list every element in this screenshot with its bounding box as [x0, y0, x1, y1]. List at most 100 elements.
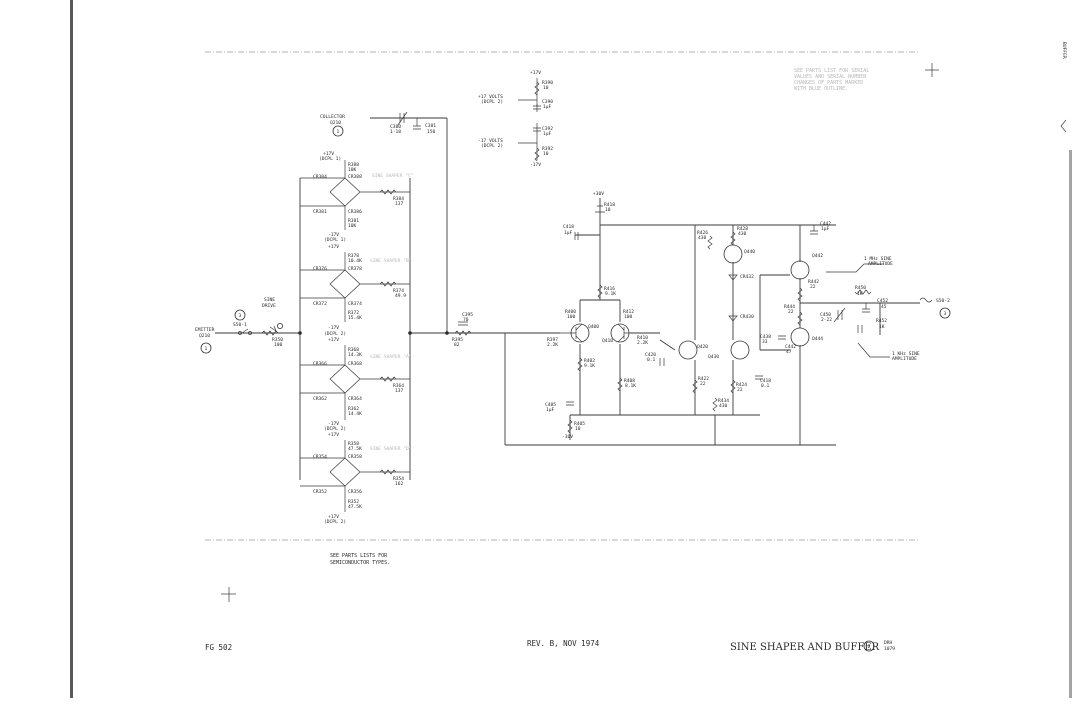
resistor-r452: [857, 325, 863, 333]
label-r368-value: 14.3K: [348, 352, 362, 358]
capacitor-c405: [566, 401, 574, 406]
label-c418b-value: 0.1: [761, 383, 770, 389]
label-r350-value: 100: [274, 342, 283, 348]
resistor-r405: [567, 419, 573, 434]
label-cr378: CR378: [348, 266, 362, 272]
label-r378: R378: [348, 253, 359, 259]
label-r422-value: 22: [700, 381, 706, 387]
input-terminal-2: [248, 331, 252, 335]
label-q440: Q440: [744, 249, 755, 255]
mhz-pointer: [826, 263, 884, 273]
label-r388-value: 10K: [348, 167, 357, 173]
label-cr364: CR364: [348, 396, 362, 402]
label-m17-2: -17V: [328, 325, 339, 331]
label-r390-value: 10: [543, 85, 549, 91]
note-bottom-line-1: SEE PARTS LISTS FOR: [330, 553, 388, 559]
label-c438: C438: [760, 334, 771, 340]
sine-output-symbol: [919, 297, 933, 303]
label-r390: R390: [542, 80, 553, 86]
transistor-q400-pins: [560, 323, 583, 343]
label-r350: R350: [272, 337, 283, 343]
right-scan-edge: [1069, 150, 1072, 698]
marker-3a-circle: [234, 309, 246, 321]
left-binding-edge: [70, 0, 73, 698]
label-s50-2: S50-2: [936, 298, 950, 304]
capacitor-c380: [397, 111, 408, 126]
label-c418b: C418: [760, 378, 771, 384]
shaper-stage-c: [300, 160, 410, 230]
label-cr374: CR374: [348, 301, 362, 307]
label-sine-drive-1: SINE: [264, 297, 275, 303]
khz-pointer: [857, 342, 890, 358]
label-c405: C405: [545, 402, 556, 408]
label-q420: Q420: [697, 344, 708, 350]
label-c450: C450: [820, 312, 831, 318]
label-r374: R374: [393, 288, 404, 294]
transistor-q444: [790, 327, 810, 347]
label-r397-value: 2.2K: [547, 342, 558, 348]
label-r424-value: 22: [737, 387, 743, 393]
label-q442: Q442: [812, 253, 823, 259]
label-sine-shaper-c: SINE SHAPER "C": [372, 173, 414, 179]
junction-left: [298, 331, 302, 335]
label-c380: C380: [390, 124, 401, 130]
label-sine-drive-2: DRIVE: [262, 303, 276, 309]
label-s50-1: S50-1: [233, 322, 247, 328]
label-r426: R426: [697, 230, 708, 236]
label-emitter: EMITTER: [195, 327, 215, 333]
diode-cr430: [728, 315, 738, 322]
label-r381-value: 10K: [348, 223, 357, 229]
label-c452: C452: [877, 298, 888, 304]
label-c442-value: 1μF: [821, 226, 830, 232]
label-r358: R358: [348, 441, 359, 447]
label-m17-1: -17V: [328, 232, 339, 238]
label-cr358: CR358: [348, 454, 362, 460]
label-r405: R405: [574, 421, 585, 427]
resistor-r408: [617, 377, 623, 392]
note-top-line-2: VALUES AND SERIAL NUMBER: [794, 74, 867, 80]
label-r384: R384: [393, 196, 404, 202]
label-r412: R412: [623, 309, 634, 315]
label-r400: R400: [565, 309, 576, 315]
resistor-r426: [707, 235, 713, 250]
label-r364: R364: [393, 383, 404, 389]
label-c390-value: 1μF: [543, 104, 552, 110]
label-c442: C442: [820, 221, 831, 227]
label-cr354: CR354: [313, 454, 327, 460]
label-r388: R388: [348, 162, 359, 168]
label-cr381: CR381: [313, 209, 327, 215]
label-marker-1b: 1: [337, 129, 340, 135]
label-r381: R381: [348, 218, 359, 224]
input-terminal-1: [238, 331, 242, 335]
label-c450-value: 2-22: [821, 317, 832, 323]
label-r384-value: 137: [395, 201, 404, 207]
label-r397: R397: [547, 337, 558, 343]
label-r372-value: 15.4K: [348, 315, 362, 321]
label-r450: R450: [855, 285, 866, 291]
label-r424: R424: [736, 382, 747, 388]
label-sine-shaper-a: SINE SHAPER "A": [370, 354, 412, 360]
label-r434: R434: [718, 398, 729, 404]
label-collector: COLLECTOR: [320, 114, 345, 120]
label-r442-value: 22: [810, 284, 816, 290]
label-mhz-1: 1 MHz SINE: [864, 256, 892, 262]
label-dcpl-1: (DCPL 1): [319, 156, 341, 162]
label-cr430: CR430: [740, 314, 754, 320]
label-c381: C381: [425, 123, 436, 129]
power-decoupling: [518, 78, 541, 162]
label-p17-5: +17V: [328, 514, 339, 520]
resistor-r416: [597, 284, 603, 299]
label-r392: R392: [542, 146, 553, 152]
label-dcpl-2: (DCPL 1): [324, 237, 346, 243]
label-p17-volts: +17 VOLTS: [478, 94, 503, 100]
marker-1b-circle: [332, 125, 344, 137]
label-r422: R422: [698, 376, 709, 382]
label-q210-a: Q210: [199, 333, 210, 339]
label-r405-value: 10: [575, 426, 581, 432]
capacitor-c418b: [755, 375, 763, 380]
capacitor-c420: [659, 358, 665, 366]
resistor-r450: [854, 289, 872, 295]
capacitor-c452: [862, 303, 870, 313]
label-c442b-value: 47: [786, 349, 792, 355]
